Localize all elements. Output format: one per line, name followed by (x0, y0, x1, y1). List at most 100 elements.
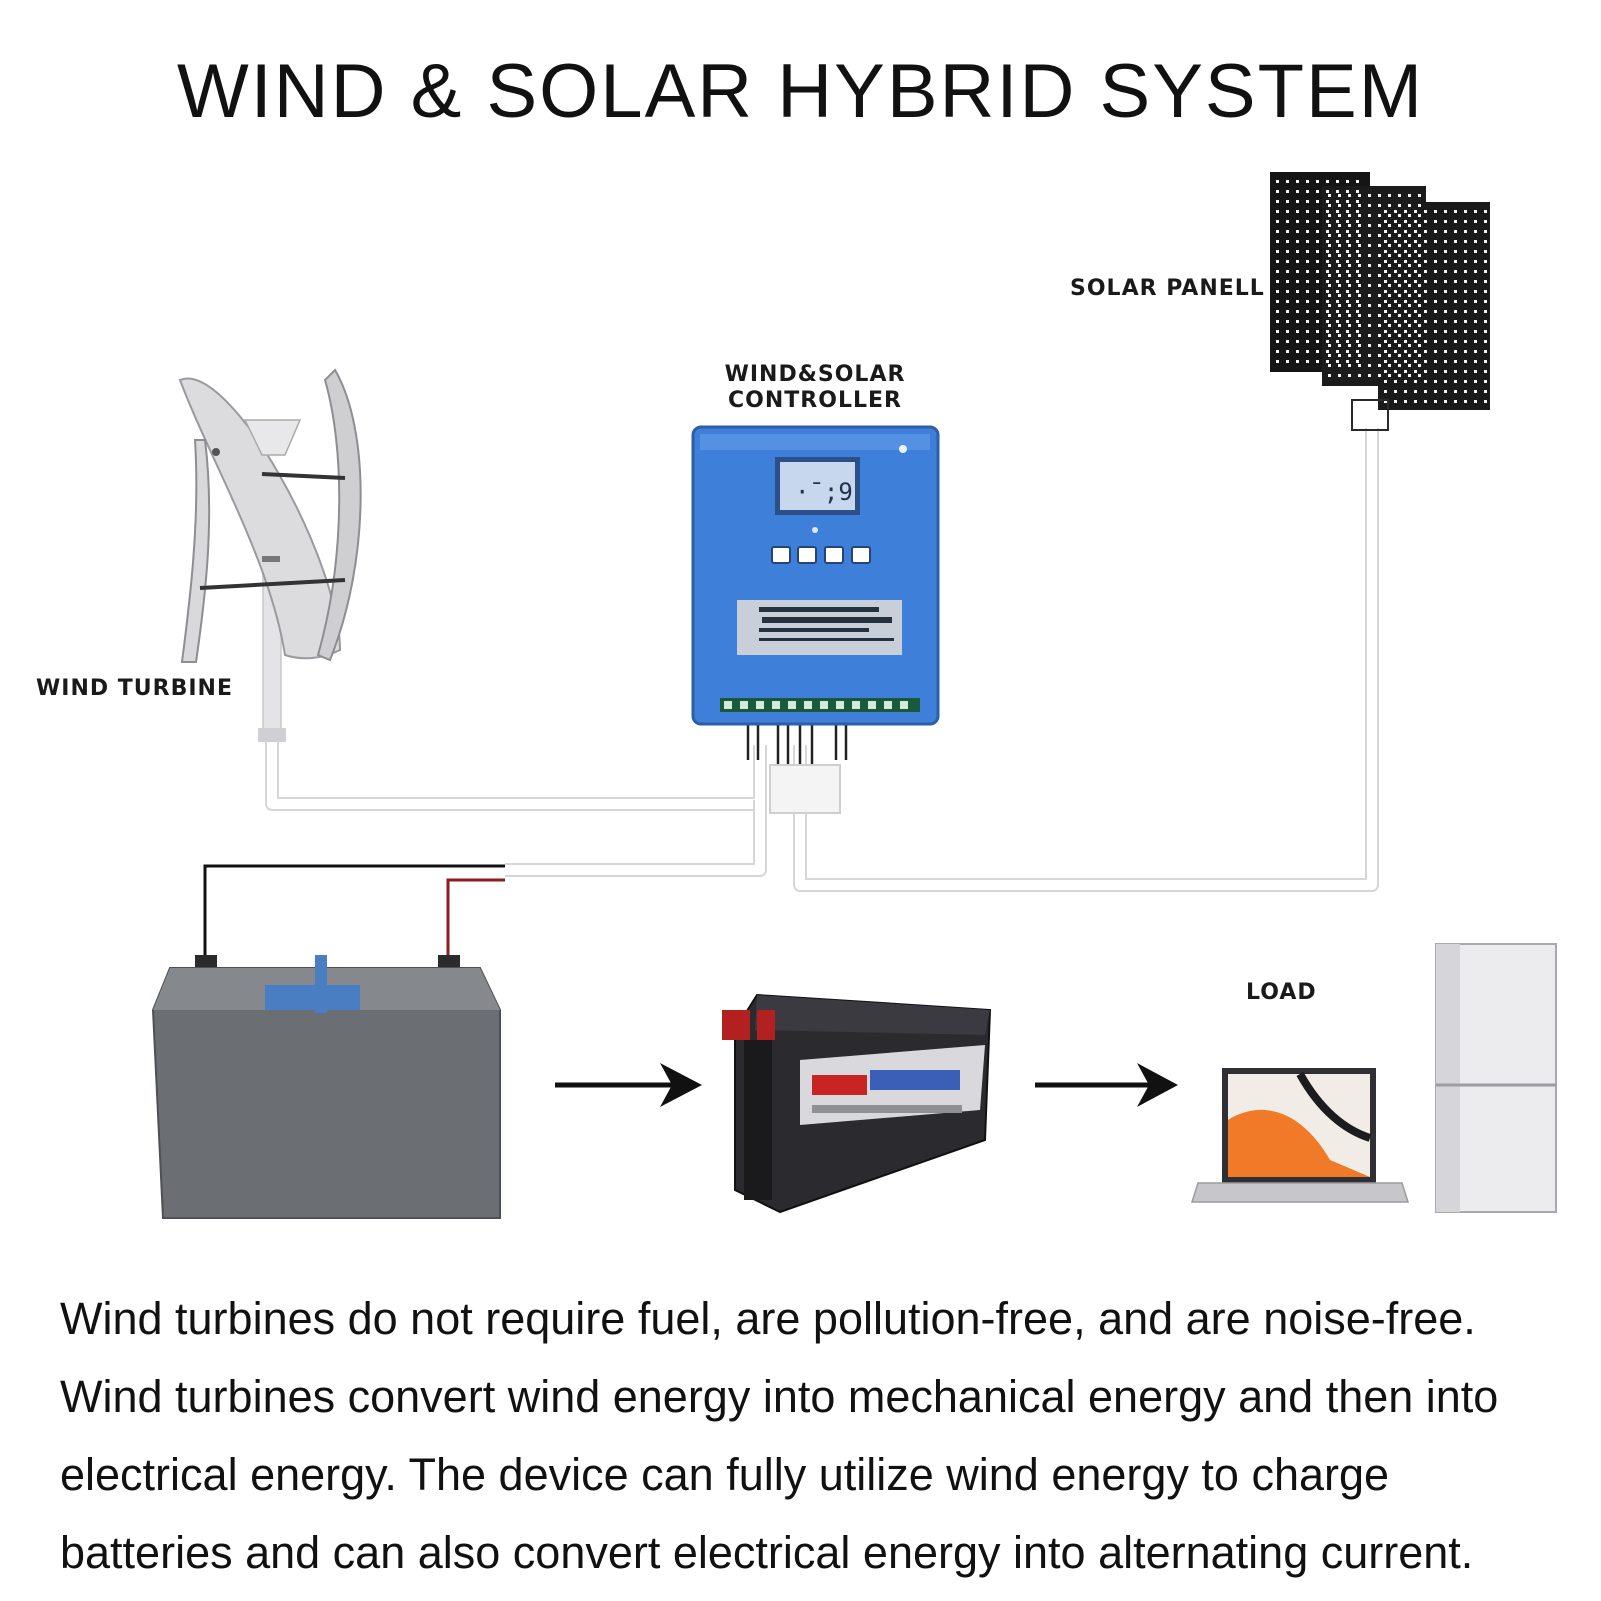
solar-cell (1296, 270, 1299, 273)
cable-wind-to-controller-edge (267, 700, 765, 809)
solar-cell (1418, 344, 1421, 347)
solar-cell (1408, 294, 1411, 297)
solar-cell (1338, 374, 1341, 377)
solar-cell (1346, 200, 1349, 203)
solar-cell (1378, 264, 1381, 267)
solar-cell (1484, 230, 1487, 233)
solar-cell (1378, 324, 1381, 327)
solar-cell (1444, 290, 1447, 293)
wind-turbine-label: WIND TURBINE (36, 676, 233, 701)
solar-cell (1286, 250, 1289, 253)
solar-cell (1384, 230, 1387, 233)
solar-cell (1368, 284, 1371, 287)
solar-cell (1418, 354, 1421, 357)
solar-cell (1368, 354, 1371, 357)
solar-cell (1306, 260, 1309, 263)
solar-cell (1464, 230, 1467, 233)
solar-cell (1286, 220, 1289, 223)
solar-cell (1296, 200, 1299, 203)
solar-cell (1338, 304, 1341, 307)
solar-cell-grid (1276, 180, 1487, 403)
solar-cell (1358, 314, 1361, 317)
solar-cell (1276, 360, 1279, 363)
solar-cell (1378, 314, 1381, 317)
solar-cell (1296, 360, 1299, 363)
solar-cell (1356, 310, 1359, 313)
solar-cell (1316, 350, 1319, 353)
solar-cell (1336, 180, 1339, 183)
solar-cell (1306, 230, 1309, 233)
solar-cell (1424, 260, 1427, 263)
solar-cell (1388, 194, 1391, 197)
solar-cell (1338, 244, 1341, 247)
solar-cell (1286, 190, 1289, 193)
solar-cell (1414, 390, 1417, 393)
solar-cell (1388, 364, 1391, 367)
solar-cell (1474, 210, 1477, 213)
solar-cell (1398, 324, 1401, 327)
solar-cell (1336, 200, 1339, 203)
solar-cell (1408, 324, 1411, 327)
solar-cell (1348, 374, 1351, 377)
solar-cell (1348, 234, 1351, 237)
solar-cell (1474, 360, 1477, 363)
solar-cell (1326, 340, 1329, 343)
solar-cell (1328, 324, 1331, 327)
solar-cell (1296, 280, 1299, 283)
solar-cell (1444, 370, 1447, 373)
solar-cell (1336, 220, 1339, 223)
solar-cell (1336, 210, 1339, 213)
solar-cell (1296, 300, 1299, 303)
solar-cell (1454, 290, 1457, 293)
solar-cell (1348, 334, 1351, 337)
solar-cell (1384, 290, 1387, 293)
solar-cell (1358, 354, 1361, 357)
solar-cell (1444, 280, 1447, 283)
solar-cell (1414, 360, 1417, 363)
solar-cell (1348, 224, 1351, 227)
solar-cell (1348, 194, 1351, 197)
solar-cell (1394, 250, 1397, 253)
solar-cell (1464, 210, 1467, 213)
solar-cell (1296, 250, 1299, 253)
solar-cell (1454, 260, 1457, 263)
solar-cell (1328, 204, 1331, 207)
solar-cell (1346, 250, 1349, 253)
solar-cell (1348, 204, 1351, 207)
solar-cell (1388, 234, 1391, 237)
solar-cell (1408, 224, 1411, 227)
solar-cell (1328, 284, 1331, 287)
solar-cell (1414, 280, 1417, 283)
solar-cell (1404, 350, 1407, 353)
solar-cell (1338, 364, 1341, 367)
solar-cell (1368, 244, 1371, 247)
solar-cell (1338, 354, 1341, 357)
solar-cell (1346, 240, 1349, 243)
solar-cell (1394, 380, 1397, 383)
solar-cell (1306, 330, 1309, 333)
solar-cell (1306, 280, 1309, 283)
solar-cell (1464, 310, 1467, 313)
solar-cell (1286, 180, 1289, 183)
solar-cell (1378, 224, 1381, 227)
solar-cell (1338, 224, 1341, 227)
solar-cell (1404, 250, 1407, 253)
solar-cell (1454, 280, 1457, 283)
solar-cell (1404, 370, 1407, 373)
solar-cell (1276, 190, 1279, 193)
solar-cell (1296, 260, 1299, 263)
solar-cell (1424, 220, 1427, 223)
solar-cell (1474, 290, 1477, 293)
controller-label-line2: CONTROLLER (728, 388, 902, 413)
solar-cell (1384, 350, 1387, 353)
solar-cell (1394, 230, 1397, 233)
solar-cell (1286, 280, 1289, 283)
solar-cell (1404, 390, 1407, 393)
solar-cell (1306, 350, 1309, 353)
solar-cell (1316, 220, 1319, 223)
solar-cell (1368, 224, 1371, 227)
solar-cell (1306, 320, 1309, 323)
solar-cell (1276, 310, 1279, 313)
solar-cell (1326, 280, 1329, 283)
solar-cell (1444, 220, 1447, 223)
